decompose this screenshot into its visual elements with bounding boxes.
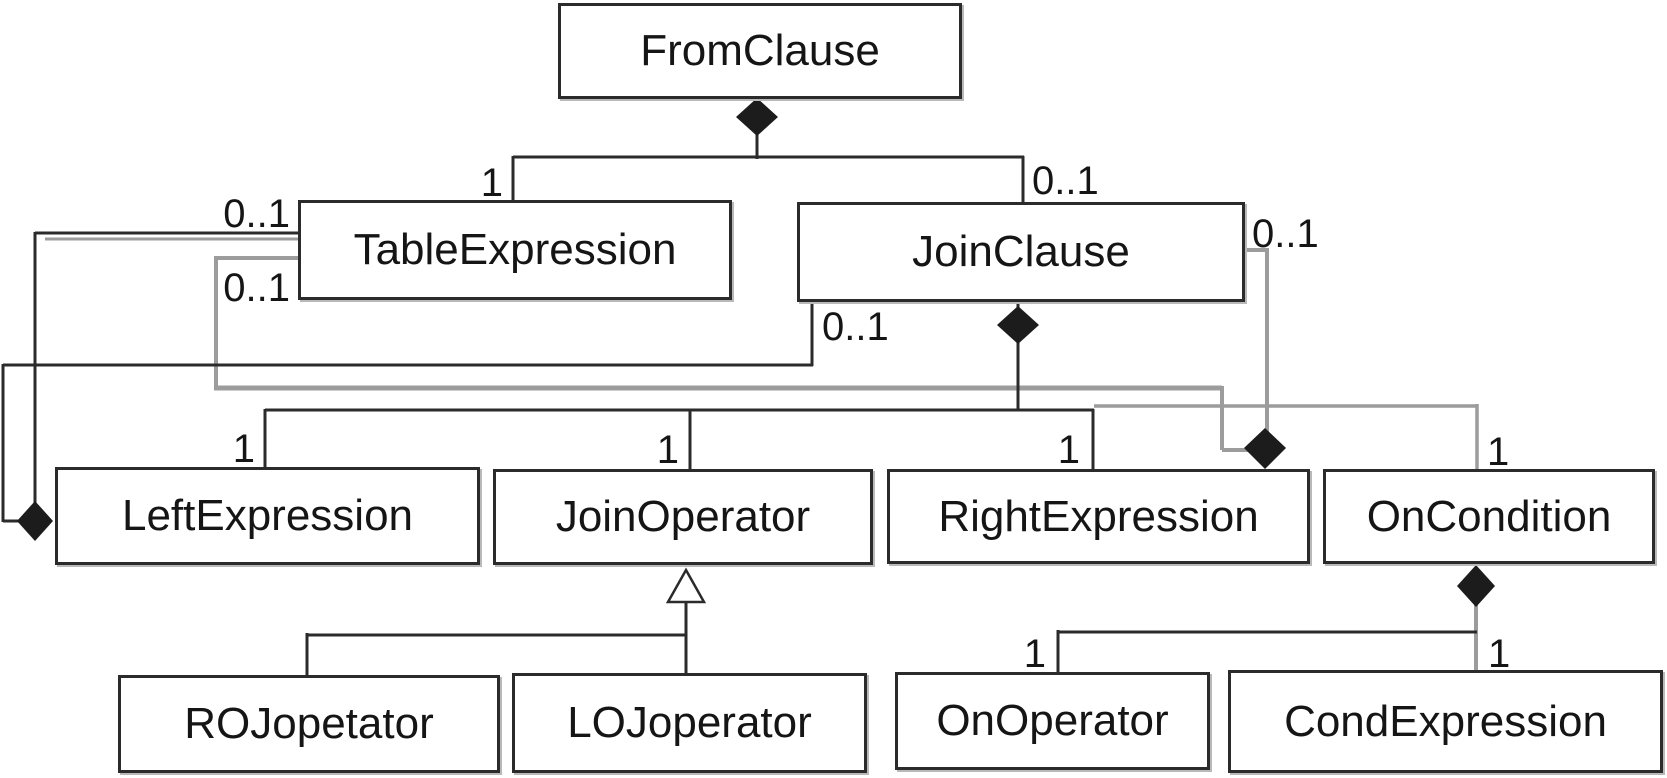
multiplicity-fromclause-tableexpression: 1 bbox=[480, 161, 503, 205]
class-box-tableexpression: TableExpression bbox=[298, 200, 732, 300]
multiplicity-leftexpr-tableexpression: 0..1 bbox=[223, 192, 290, 236]
multiplicity-joinclause-oncondition: 1 bbox=[1487, 430, 1510, 474]
multiplicity-joinclause-rightexpression: 1 bbox=[1057, 428, 1080, 472]
class-box-joinclause: JoinClause bbox=[797, 202, 1245, 302]
class-box-lojoperator: LOJoperator bbox=[512, 673, 867, 773]
composition-diamond-oncondition bbox=[1457, 565, 1495, 607]
class-box-onoperator: OnOperator bbox=[895, 672, 1210, 770]
class-box-oncondition: OnCondition bbox=[1323, 469, 1655, 564]
class-box-rightexpression: RightExpression bbox=[887, 469, 1310, 564]
multiplicity-rightexpr-tableexpression: 0..1 bbox=[223, 266, 290, 310]
composition-diamond-leftexpression bbox=[17, 501, 53, 541]
class-box-condexpression: CondExpression bbox=[1228, 670, 1663, 773]
multiplicity-joinclause-joinoperator: 1 bbox=[656, 428, 679, 472]
multiplicity-fromclause-joinclause: 0..1 bbox=[1032, 159, 1099, 203]
composition-diamond-rightexpression bbox=[1244, 428, 1286, 469]
class-box-rojopetator: ROJopetator bbox=[118, 675, 500, 773]
composition-diamond-fromclause bbox=[736, 98, 778, 136]
multiplicity-rightexpr-joinclause: 0..1 bbox=[1252, 212, 1319, 256]
multiplicity-oncondition-onoperator: 1 bbox=[1023, 632, 1046, 676]
multiplicity-leftexpr-joinclause: 0..1 bbox=[822, 305, 889, 349]
multiplicity-joinclause-leftexpression: 1 bbox=[232, 427, 255, 471]
generalization-triangle-joinoperator bbox=[665, 567, 707, 604]
class-box-joinoperator: JoinOperator bbox=[493, 469, 873, 565]
class-box-leftexpression: LeftExpression bbox=[55, 467, 480, 565]
multiplicity-oncondition-condexpression: 1 bbox=[1488, 632, 1511, 676]
class-box-fromclause: FromClause bbox=[558, 3, 962, 99]
composition-diamond-joinclause bbox=[997, 306, 1039, 344]
